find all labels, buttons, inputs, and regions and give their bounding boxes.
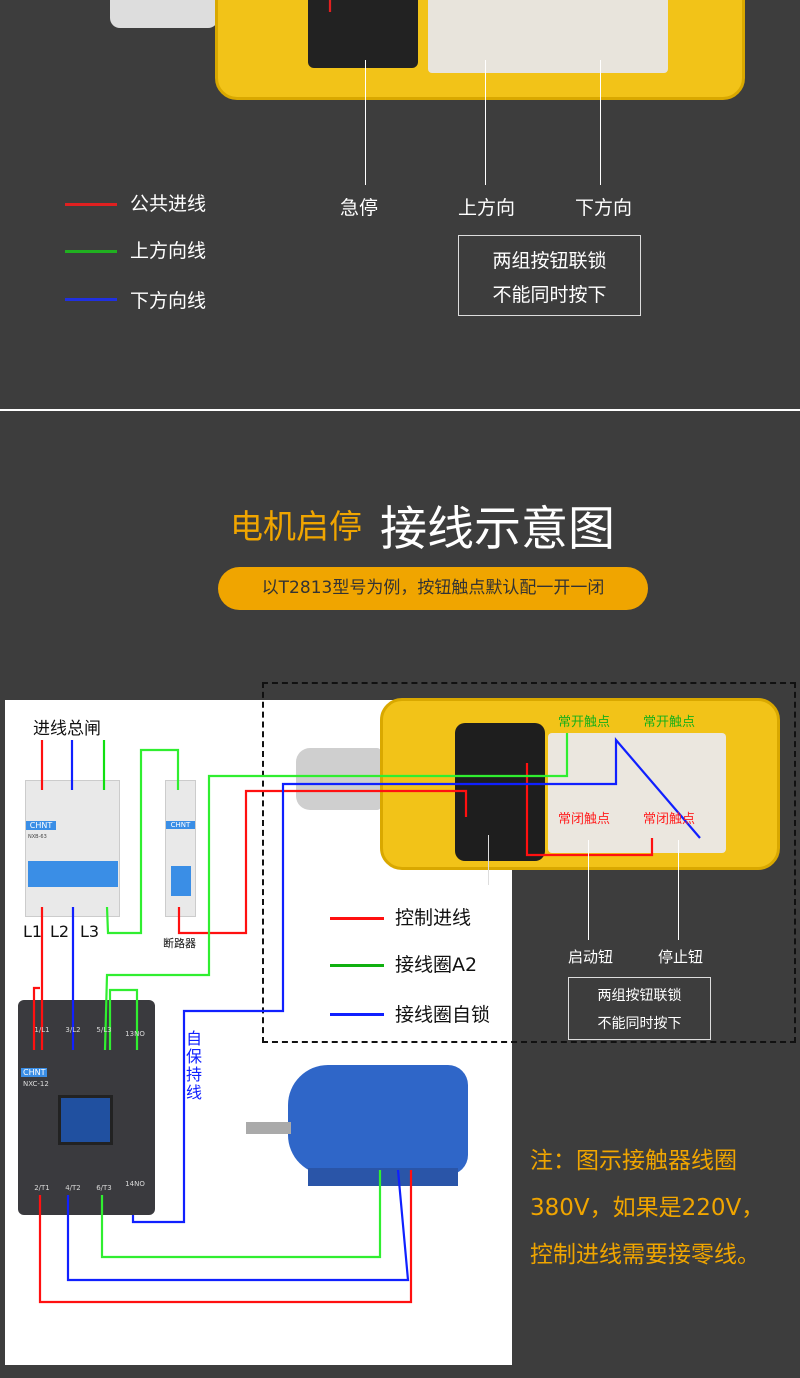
callout-estop: 急停 — [340, 197, 379, 219]
section-title-accent: 电机启停 — [230, 507, 362, 546]
legend-label: 上方向线 — [130, 240, 207, 262]
terminal-label-top: 1/L1 — [34, 1026, 50, 1034]
single-breaker: CHNT — [165, 780, 196, 917]
legend-label: 下方向线 — [130, 290, 207, 312]
motor-shaft — [246, 1122, 291, 1134]
contactor-window — [58, 1095, 113, 1145]
legend-label: 公共进线 — [130, 193, 207, 215]
motor — [246, 1050, 478, 1200]
terminal-label-top: 13NO — [125, 1030, 145, 1038]
brand-label: CHNT — [26, 821, 56, 830]
interlock-note: 两组按钮联锁 不能同时按下 — [458, 235, 641, 316]
terminal-label-bottom: 2/T1 — [34, 1184, 50, 1192]
model-label: NXB-63 — [28, 834, 47, 840]
dashed-frame — [262, 682, 796, 1043]
callout-line — [488, 835, 489, 885]
note-line: 不能同时按下 — [492, 284, 607, 306]
callout-down: 下方向 — [575, 197, 633, 219]
button-block — [308, 0, 418, 68]
terminal-block — [428, 0, 668, 73]
section-divider — [0, 409, 800, 411]
breaker-handle[interactable] — [171, 866, 191, 896]
self-hold-label: 自保持线 — [186, 1029, 203, 1102]
control-box-top — [215, 0, 745, 100]
callout-line — [678, 840, 679, 940]
three-pole-breaker: CHNT NXB-63 — [25, 780, 120, 917]
contact-label-no: 常开触点 — [643, 715, 696, 730]
callout-line — [588, 840, 589, 940]
subtitle-pill: 以T2813型号为例，按钮触点默认配一开一闭 — [218, 567, 648, 610]
contact-label-nc: 常闭触点 — [643, 812, 696, 827]
breaker-label: 断路器 — [163, 937, 196, 950]
terminal-label-bottom: 14NO — [125, 1180, 145, 1188]
legend-line-blue — [65, 298, 117, 301]
phase-label-l3: L3 — [80, 922, 100, 941]
brand-label: CHNT — [21, 1068, 48, 1077]
brand-label: CHNT — [166, 821, 195, 829]
legend-line-green — [65, 250, 117, 253]
terminal-label-top: 5/L3 — [96, 1026, 112, 1034]
note-line: 注：图示接触器线圈 — [530, 1148, 737, 1174]
contact-label-nc: 常闭触点 — [558, 812, 611, 827]
contactor: 1/L1 3/L2 5/L3 13NO CHNT NXC-12 2/T1 4/T… — [18, 1000, 155, 1215]
contact-label-no: 常开触点 — [558, 715, 611, 730]
note-line: 控制进线需要接零线。 — [530, 1242, 760, 1268]
callout-line — [600, 60, 601, 185]
callout-line — [485, 60, 486, 185]
motor-base — [308, 1168, 458, 1186]
terminal-label-bottom: 4/T2 — [65, 1184, 81, 1192]
terminal-label-bottom: 6/T3 — [96, 1184, 112, 1192]
legend-line-red — [65, 203, 117, 206]
callout-up: 上方向 — [458, 197, 516, 219]
motor-body — [288, 1065, 468, 1175]
main-switch-label: 进线总闸 — [33, 719, 101, 739]
model-label: NXC-12 — [23, 1080, 49, 1088]
phase-label-l2: L2 — [50, 922, 70, 941]
coil-voltage-note: 注：图示接触器线圈 380V，如果是220V， 控制进线需要接零线。 — [530, 1138, 764, 1279]
callout-line — [365, 60, 366, 185]
gland-top — [110, 0, 218, 28]
phase-label-l1: L1 — [23, 922, 43, 941]
note-line: 380V，如果是220V， — [530, 1195, 765, 1221]
breaker-handle[interactable] — [28, 861, 118, 887]
terminal-label-top: 3/L2 — [65, 1026, 81, 1034]
section-title: 接线示意图 — [380, 502, 615, 557]
note-line: 两组按钮联锁 — [492, 250, 607, 272]
